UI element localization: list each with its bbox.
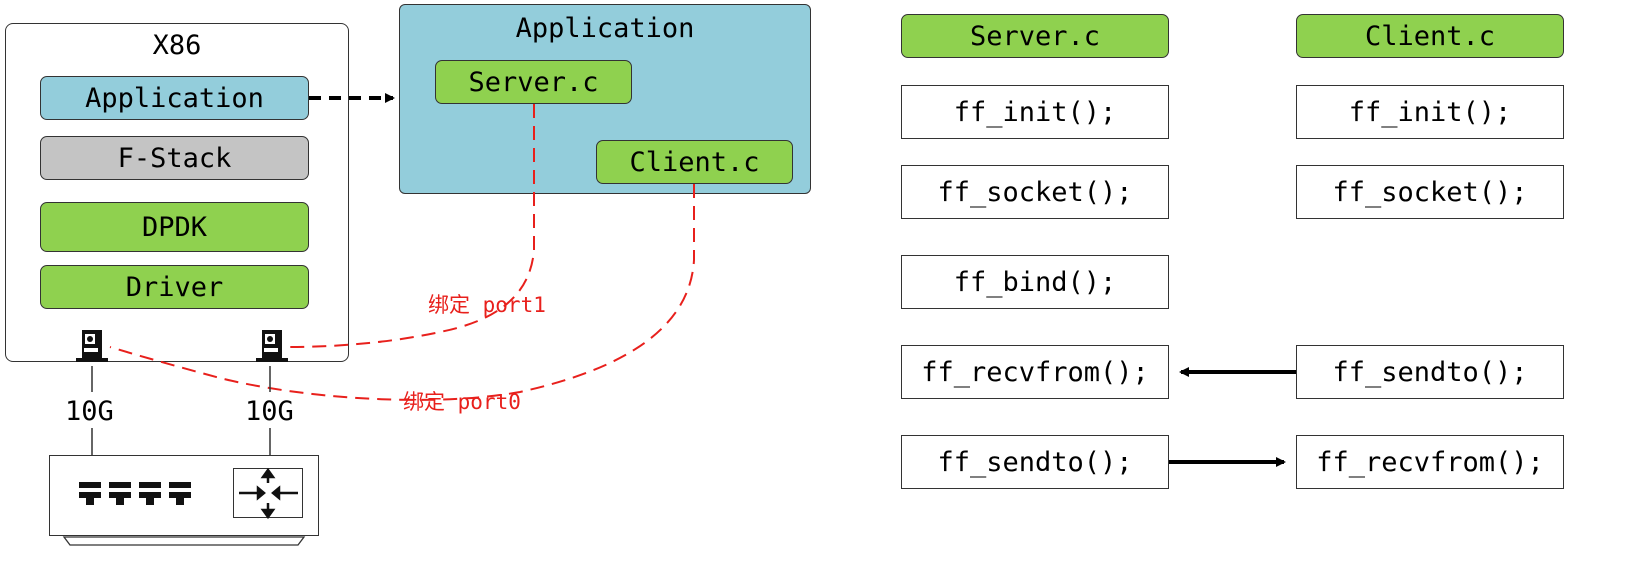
client-call-socket: ff_socket(); — [1296, 165, 1564, 219]
right-link-speed: 10G — [245, 396, 294, 427]
x86-title: X86 — [152, 30, 202, 61]
switch-base — [62, 536, 306, 546]
layer-application: Application — [40, 76, 309, 120]
port0-icon — [76, 330, 108, 362]
client-column-header: Client.c — [1296, 14, 1564, 58]
client-port0-binding-line — [109, 184, 695, 401]
server-call-sendto: ff_sendto(); — [901, 435, 1169, 489]
routing-arrows-icon — [239, 467, 298, 520]
binding-port0-label: 绑定 port0 — [403, 390, 521, 414]
port1-icon — [256, 330, 288, 362]
application-panel-title: Application — [515, 13, 695, 44]
layer-f-stack: F-Stack — [40, 136, 309, 180]
server-column-header: Server.c — [901, 14, 1169, 58]
binding-port1-label: 绑定 port1 — [428, 293, 546, 317]
client-call-sendto: ff_sendto(); — [1296, 345, 1564, 399]
server-port1-binding-line — [289, 104, 535, 348]
client-call-init: ff_init(); — [1296, 85, 1564, 139]
server-call-socket: ff_socket(); — [901, 165, 1169, 219]
server-call-recvfrom: ff_recvfrom(); — [901, 345, 1169, 399]
left-link-speed: 10G — [65, 396, 114, 427]
server-call-init: ff_init(); — [901, 85, 1169, 139]
app-client-box: Client.c — [596, 140, 793, 184]
client-call-recvfrom: ff_recvfrom(); — [1296, 435, 1564, 489]
server-call-bind: ff_bind(); — [901, 255, 1169, 309]
switch-ports-icon — [79, 482, 191, 505]
layer-driver: Driver — [40, 265, 309, 309]
layer-dpdk: DPDK — [40, 202, 309, 252]
app-server-box: Server.c — [435, 60, 632, 104]
